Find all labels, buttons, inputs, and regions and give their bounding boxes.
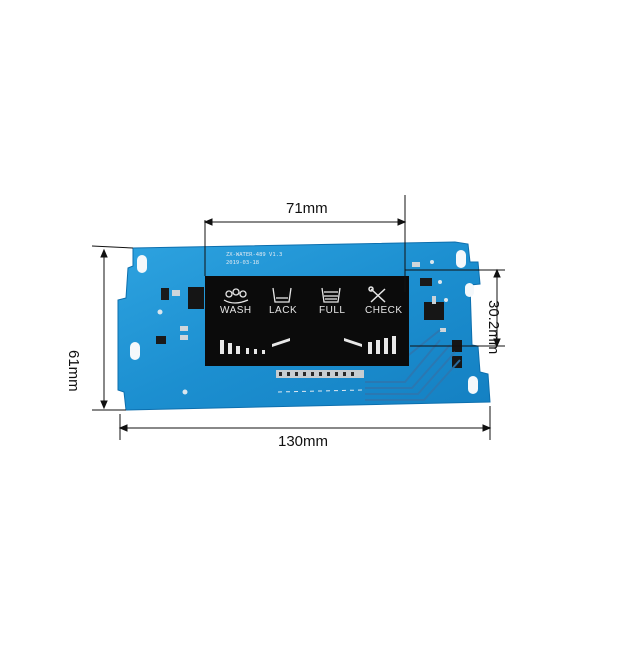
lack-icon: [272, 287, 292, 303]
component: [424, 302, 444, 320]
component: [172, 290, 180, 296]
via: [430, 260, 434, 264]
component: [440, 328, 446, 332]
via: [182, 389, 188, 395]
via: [157, 309, 163, 315]
mounting-slot: [137, 255, 147, 273]
check-icon: [368, 286, 386, 303]
dimension-lines: [91, 195, 505, 440]
lcd-level-bars: [220, 336, 396, 354]
silkscreen-marks: [277, 389, 363, 393]
pin-header-pins: [279, 372, 354, 376]
via: [444, 298, 448, 302]
dimension-bottom-width: 130mm: [278, 433, 329, 450]
full-icon: [321, 287, 341, 303]
mounting-slot: [130, 342, 140, 360]
component: [412, 262, 420, 267]
mounting-slot: [468, 376, 478, 394]
lcd-label-full: FULL: [319, 305, 346, 316]
component: [420, 278, 432, 286]
component: [161, 288, 169, 300]
lcd-label-wash: WASH: [220, 305, 252, 316]
dimension-top-width: 71mm: [286, 200, 328, 217]
lcd-label-check: CHECK: [365, 305, 403, 316]
component: [180, 326, 188, 331]
dimension-right-height: 30.2mm: [485, 300, 502, 355]
mounting-slot: [456, 250, 466, 268]
component: [156, 336, 166, 344]
wash-icon: [223, 288, 249, 304]
board-name-silkscreen: ZX-WATER-489 V1.3: [226, 252, 283, 258]
component: [180, 335, 188, 340]
component: [188, 287, 204, 309]
board-date-silkscreen: 2019-03-18: [226, 260, 260, 266]
mounting-slot: [465, 283, 474, 297]
dimension-left-height: 61mm: [65, 350, 82, 392]
lcd-label-lack: LACK: [269, 305, 298, 316]
component: [432, 296, 436, 304]
via: [438, 280, 442, 284]
copper-traces: [365, 329, 461, 401]
